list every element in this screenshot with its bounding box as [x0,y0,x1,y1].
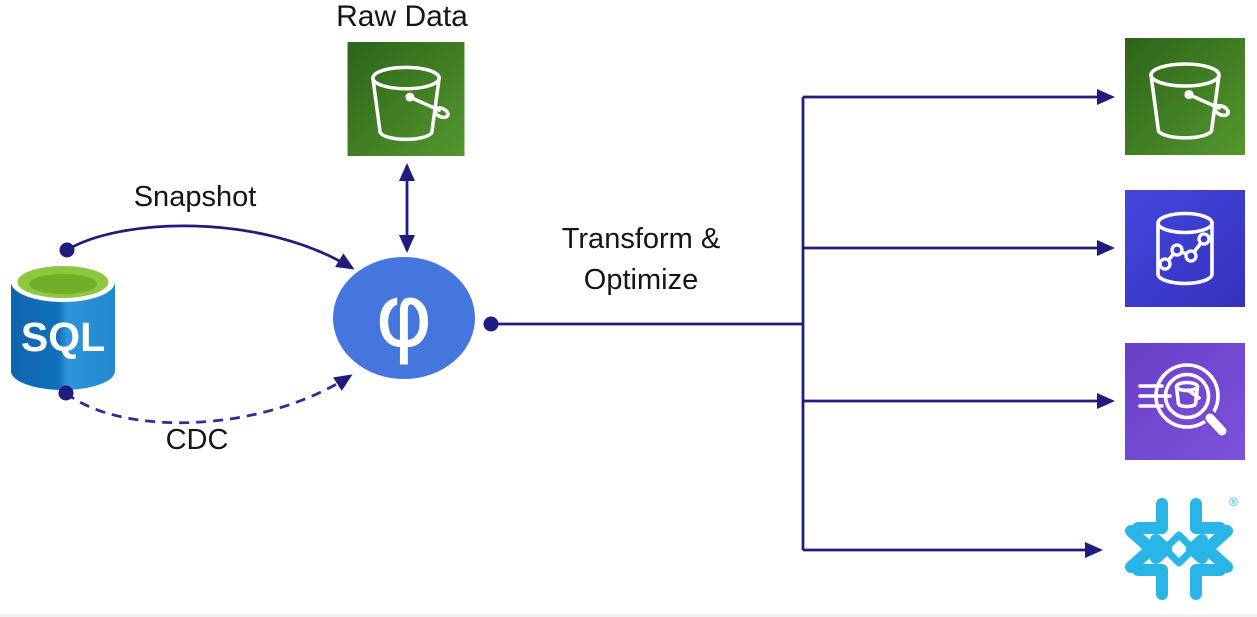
transform-label-line2: Optimize [583,264,699,296]
transform-optimize-label: Transform & Optimize [510,219,772,301]
transform-label-line1: Transform & [561,223,721,255]
sql-cylinder-body [11,282,115,390]
graph-nodes [1158,232,1211,271]
bucket-glyph [1149,62,1230,140]
magnifier-bucket-icon [1125,343,1245,460]
bucket-handle-pivot [405,92,415,102]
magnifier-glyph [1138,363,1220,429]
cdc-label: CDC [165,424,229,456]
bucket-handle-pivot [1184,89,1194,100]
snapshot-label: Snapshot [133,181,257,213]
sql-cylinder-top-inner [29,274,97,294]
snowflake-icon: ® [1125,495,1238,600]
bucket-glyph [371,65,450,142]
transform-endpoint-dot [483,316,499,332]
icon-background [1125,343,1245,460]
raw-data-label: Raw Data [336,0,468,33]
raw-data-s3-bucket-icon [347,42,465,156]
sql-label: SQL [21,314,105,360]
snowflake-arms [1125,498,1233,600]
snapshot-endpoint-dot [59,242,75,258]
slide-bottom-edge [0,614,1257,617]
destination-s3-bucket-icon [1125,38,1245,155]
snowflake-center-diamond [1161,531,1197,567]
icon-background [1125,190,1245,307]
database-cylinder-glyph [1156,211,1214,286]
phi-engine-node: φ [333,257,475,379]
phi-symbol: φ [374,264,434,367]
registered-trademark-mark: ® [1229,495,1238,509]
magnifier-handle [1205,413,1227,436]
database-graph-icon [1125,190,1245,307]
sql-database-icon: SQL [11,262,115,390]
